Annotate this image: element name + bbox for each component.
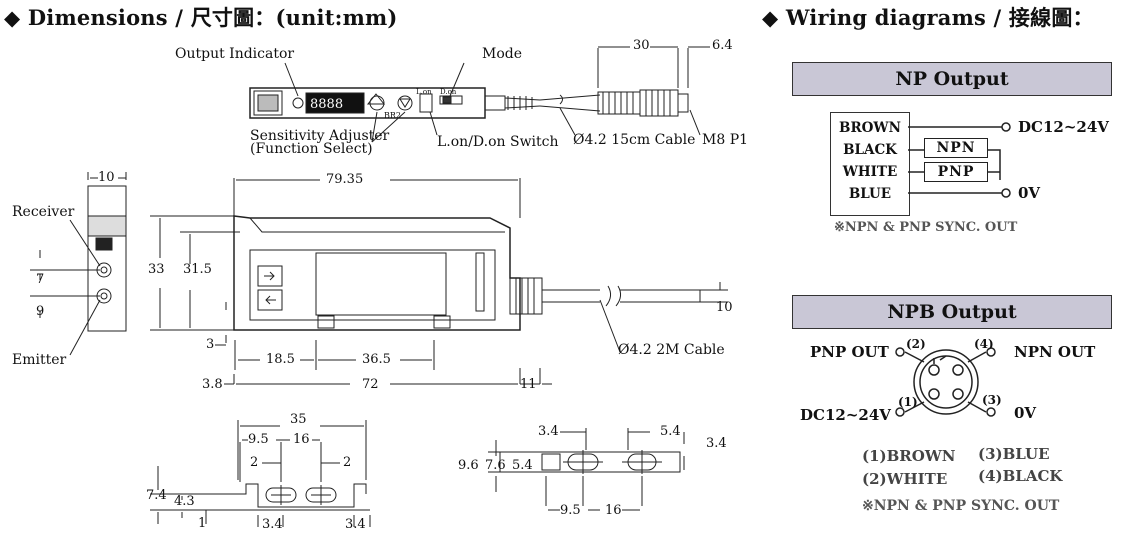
dim-3-4b: 3.4 <box>345 517 366 532</box>
npb-legend-2: (2)WHITE <box>862 470 948 488</box>
dim-7-6: 7.6 <box>485 458 506 473</box>
npb-pnp-out-label: PNP OUT <box>810 343 889 361</box>
npb-legend-4: (4)BLACK <box>978 467 1063 485</box>
top-view-amplifier <box>249 87 689 119</box>
dim-36-5: 36.5 <box>362 352 391 367</box>
dim-10-top: 10 <box>98 170 115 185</box>
np-wire-brown: BROWN <box>839 120 901 136</box>
dim-10-side: 10 <box>716 300 733 315</box>
bracket-right-view <box>499 450 681 474</box>
dim-5-4b: 5.4 <box>512 458 533 473</box>
npb-pin-4: (4) <box>974 337 994 351</box>
npb-legend-3: (3)BLUE <box>978 445 1050 463</box>
mode-label: Mode <box>482 46 523 62</box>
side-view-amplifier <box>233 215 701 331</box>
dim-9: 9 <box>36 304 45 319</box>
dim-3: 3 <box>206 337 215 352</box>
dim-7-4: 7.4 <box>146 488 167 503</box>
dim-3-4c: 3.4 <box>538 424 559 439</box>
dim-35: 35 <box>290 412 307 427</box>
lon-don-switch-label: L.on/D.on Switch <box>437 134 559 150</box>
np-wire-blue: BLUE <box>848 186 892 202</box>
dim-18-5: 18.5 <box>266 352 295 367</box>
br2-label: BR2 <box>384 111 401 120</box>
dim-72: 72 <box>362 377 379 392</box>
dim-16b: 16 <box>605 503 622 518</box>
dim-9-5b: 9.5 <box>560 503 581 518</box>
sensitivity-adjuster-label: Sensitivity Adjuster <box>250 128 390 144</box>
dim-3-4d: 3.4 <box>706 436 727 451</box>
np-npn-tag: NPN <box>924 138 988 158</box>
dim-30: 30 <box>633 38 650 53</box>
m8-label: M8 P1 <box>702 132 749 148</box>
np-wire-list: BROWN BLACK WHITE BLUE <box>830 112 910 216</box>
np-dc-label: DC12~24V <box>1018 118 1109 136</box>
receiver-label: Receiver <box>12 204 75 220</box>
wiring-heading: ◆ Wiring diagrams / 接線圖： <box>762 5 1094 30</box>
dim-1: 1 <box>198 516 207 531</box>
npb-pin-3: (3) <box>982 393 1002 407</box>
end-view <box>87 185 127 332</box>
dim-3-4a: 3.4 <box>262 517 283 532</box>
bracket-left-view <box>160 483 370 511</box>
np-output-title: NP Output <box>792 62 1112 96</box>
dim-2b: 2 <box>343 455 352 470</box>
dim-9-5a: 9.5 <box>248 432 269 447</box>
np-pnp-tag: PNP <box>924 162 988 182</box>
dim-4-3: 4.3 <box>174 494 195 509</box>
dim-16a: 16 <box>293 432 310 447</box>
don-label: D.on <box>440 88 457 96</box>
np-note: ※NPN & PNP SYNC. OUT <box>834 220 1018 235</box>
npb-pin-1: (1) <box>898 395 918 409</box>
npb-0v-label: 0V <box>1014 404 1037 422</box>
output-indicator-label: Output Indicator <box>175 46 295 62</box>
function-select-label: (Function Select) <box>250 141 373 157</box>
dimensions-heading: ◆ Dimensions / 尺寸圖：(unit:mm) <box>4 5 398 30</box>
np-wire-white: WHITE <box>842 164 898 180</box>
npb-npn-out-label: NPN OUT <box>1014 343 1096 361</box>
dim-6-4: 6.4 <box>712 38 733 53</box>
np-wire-black: BLACK <box>843 142 897 158</box>
npb-dc-label: DC12~24V <box>800 406 891 424</box>
cable-2m-label: Ø4.2 2M Cable <box>618 342 725 358</box>
dim-33: 33 <box>148 262 165 277</box>
dim-5-4a: 5.4 <box>660 424 681 439</box>
dim-3-8: 3.8 <box>202 377 223 392</box>
dim-11: 11 <box>520 377 537 392</box>
emitter-label: Emitter <box>12 352 67 368</box>
dim-79-35: 79.35 <box>326 172 364 187</box>
dim-7: 7 <box>36 272 45 287</box>
npb-pin-2: (2) <box>906 337 926 351</box>
dim-31-5: 31.5 <box>183 262 212 277</box>
npb-output-title: NPB Output <box>792 295 1112 329</box>
npb-note: ※NPN & PNP SYNC. OUT <box>862 498 1060 514</box>
npb-legend-1: (1)BROWN <box>862 447 956 465</box>
lon-label: L.on <box>416 88 432 96</box>
display-8888: 8888 <box>310 97 343 112</box>
cable-15cm-label: Ø4.2 15cm Cable <box>573 132 696 148</box>
dim-2a: 2 <box>250 455 259 470</box>
dimension-drawings: 8888 BR2 L.on D.on <box>30 46 728 527</box>
np-0v-label: 0V <box>1018 184 1041 202</box>
dim-9-6: 9.6 <box>458 458 479 473</box>
